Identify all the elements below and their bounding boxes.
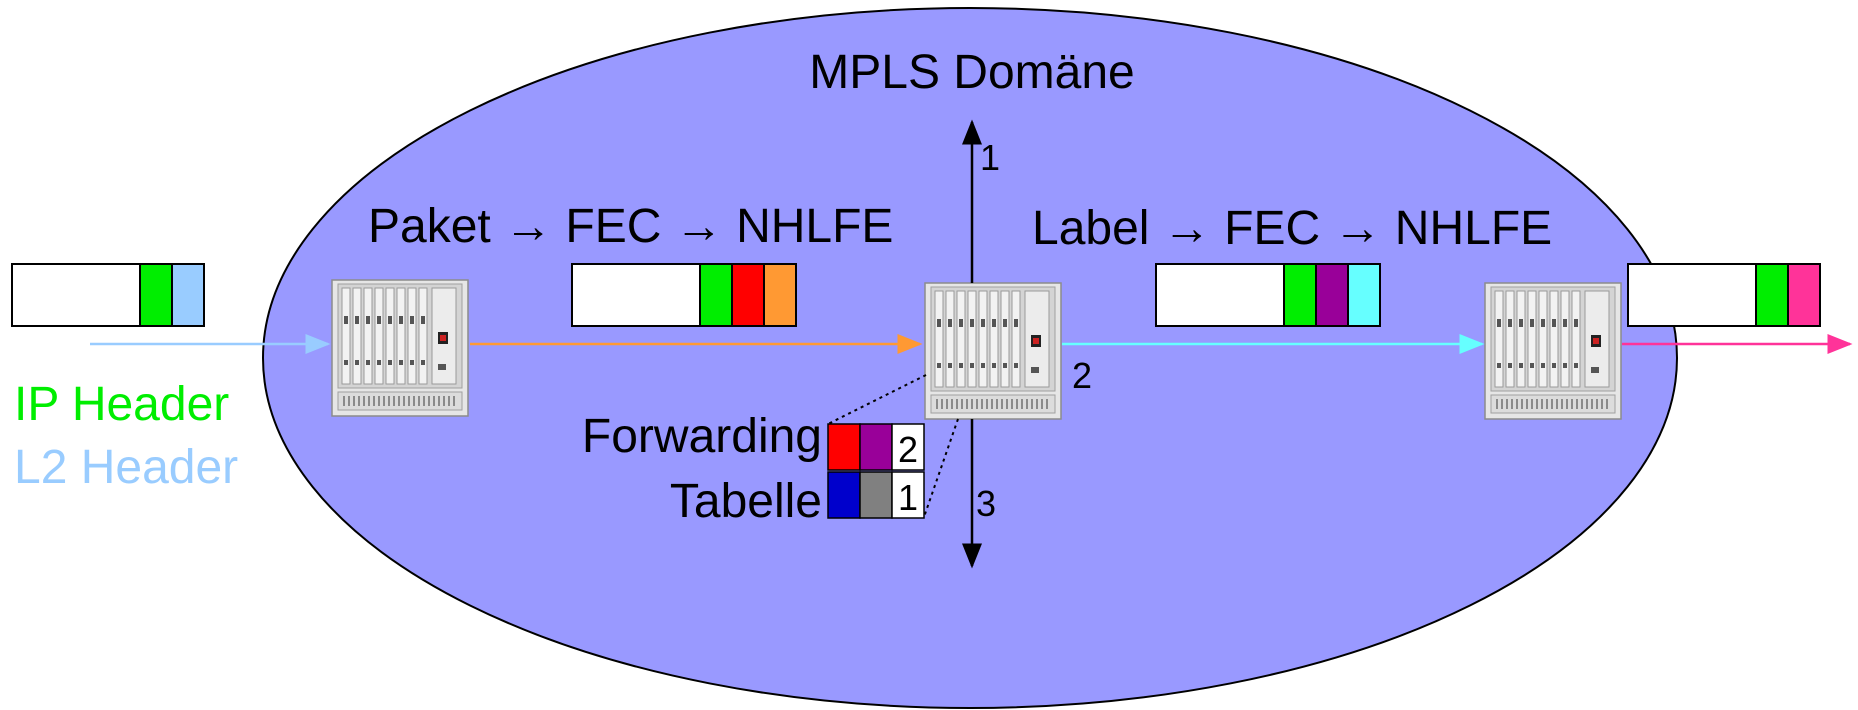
packet-l2-header — [1347, 263, 1381, 327]
egress-router-icon — [1484, 282, 1622, 420]
table-caption-line1: Forwarding — [582, 410, 822, 463]
table-cell-in-label — [827, 423, 861, 471]
table-cell-port: 2 — [898, 429, 918, 470]
transit-router-icon — [924, 282, 1062, 420]
table-cell-port-box — [891, 471, 925, 519]
table-row: 1 — [827, 471, 925, 519]
transit-process-label: Label → FEC → NHLFE — [1032, 202, 1552, 255]
packet-transit — [1155, 263, 1381, 327]
table-cell-port: 1 — [898, 477, 918, 518]
domain-title: MPLS Domäne — [809, 46, 1134, 99]
packet-payload — [571, 263, 701, 327]
packet-payload — [1627, 263, 1757, 327]
table-cell-in-label — [827, 471, 861, 519]
packet-ip-header — [1755, 263, 1789, 327]
table-cell-out-label — [859, 471, 893, 519]
port-label-down: 3 — [976, 483, 996, 524]
packet-payload — [11, 263, 141, 327]
table-cell-port-box — [891, 423, 925, 471]
callout-line — [827, 374, 927, 425]
packet-payload — [1155, 263, 1285, 327]
port-label-up: 1 — [980, 137, 1000, 178]
table-caption-line2: Tabelle — [670, 475, 822, 528]
ingress-process-label: Paket → FEC → NHLFE — [368, 200, 893, 253]
packet-l2-header — [171, 263, 205, 327]
packet-ip-header — [1283, 263, 1317, 327]
forwarding-table: 2 1 — [827, 423, 925, 519]
packet-mpls-label — [1315, 263, 1349, 327]
packet-ip-header — [139, 263, 173, 327]
packet-l2-header — [763, 263, 797, 327]
packet-ip-header — [699, 263, 733, 327]
table-cell-out-label — [859, 423, 893, 471]
ingress-router-icon — [331, 279, 469, 417]
packet-incoming — [11, 263, 205, 327]
port-label-right: 2 — [1072, 355, 1092, 396]
table-row: 2 — [827, 423, 925, 471]
packet-l2-header — [1787, 263, 1821, 327]
callout-line — [923, 418, 959, 518]
packet-mpls-label — [731, 263, 765, 327]
packet-ingress — [571, 263, 797, 327]
legend-l2-header: L2 Header — [14, 441, 238, 494]
legend-ip-header: IP Header — [14, 378, 229, 431]
packet-egress — [1627, 263, 1821, 327]
